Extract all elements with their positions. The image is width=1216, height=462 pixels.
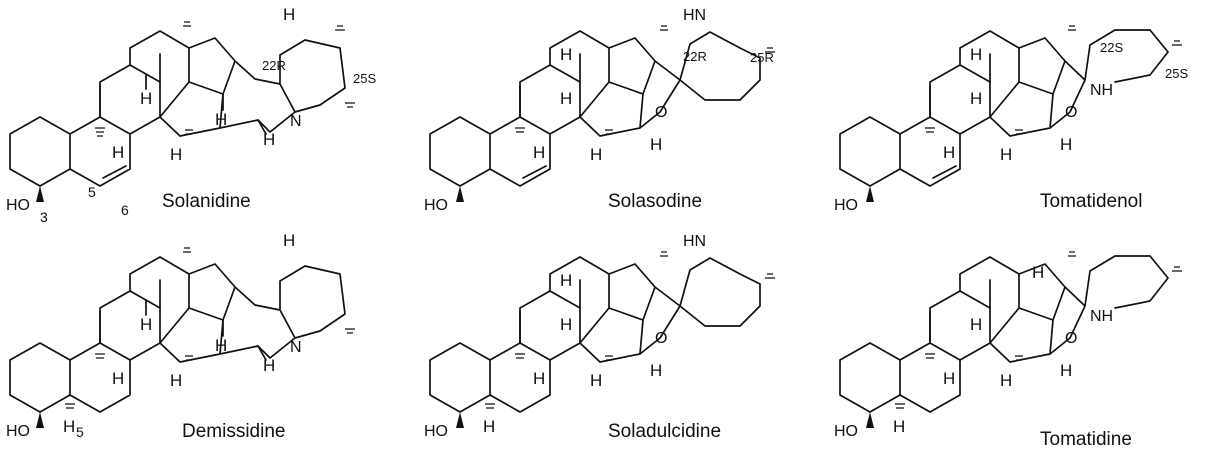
demissidine-h: H xyxy=(140,315,152,334)
soladulcidine-name: Soladulcidine xyxy=(608,421,721,442)
structure-soladulcidine xyxy=(429,251,775,428)
solasodine-hn: HN xyxy=(683,7,706,24)
solanidine-h: H xyxy=(215,110,227,129)
solanidine-c5: 5 xyxy=(88,184,96,200)
soladulcidine-hash-bonds xyxy=(485,251,775,409)
soladulcidine-h: H xyxy=(560,271,572,290)
tomatidine-nh: NH xyxy=(1090,308,1113,325)
soladulcidine-ho: HO xyxy=(424,423,448,440)
solasodine-o: O xyxy=(655,104,667,121)
solasodine-double-bond xyxy=(522,165,547,179)
demissidine-bond-h xyxy=(145,299,267,361)
solasodine-name: Solasodine xyxy=(608,191,702,212)
demissidine-c5: 5 xyxy=(76,424,84,440)
soladulcidine-hn: HN xyxy=(683,233,706,250)
tomatidine-wedge-c3 xyxy=(866,412,874,428)
solanidine-22r: 22R xyxy=(262,58,286,73)
solasodine-h: H xyxy=(560,45,572,64)
demissidine-h: H xyxy=(112,369,124,388)
demissidine-h: H xyxy=(263,356,275,375)
solasodine-ho: HO xyxy=(424,197,448,214)
tomatidenol-o: O xyxy=(1065,104,1077,121)
tomatidine-h: H xyxy=(1000,371,1012,390)
demissidine-ho: HO xyxy=(6,423,30,440)
solasodine-h: H xyxy=(560,89,572,108)
soladulcidine-skeleton xyxy=(429,256,761,413)
tomatidine-h: H xyxy=(970,315,982,334)
tomatidine-hash-bonds xyxy=(895,251,1182,409)
solanidine-h: H xyxy=(140,89,152,108)
tomatidine-skeleton xyxy=(839,255,1169,413)
solasodine-25r: 25R xyxy=(750,50,774,65)
solanidine-wedge-c3 xyxy=(36,186,44,202)
solanidine-h: H xyxy=(112,143,124,162)
solasodine-skeleton xyxy=(429,30,761,187)
demissidine-skeleton xyxy=(9,256,346,413)
tomatidine-ho: HO xyxy=(834,423,858,440)
demissidine-wedge-c3 xyxy=(36,412,44,428)
solanidine-hash-bonds xyxy=(95,21,355,137)
tomatidenol-double-bond xyxy=(932,165,957,179)
solasodine-h: H xyxy=(590,145,602,164)
tomatidenol-h: H xyxy=(970,45,982,64)
solanidine-c6: 6 xyxy=(121,202,129,218)
solanidine-double-bond xyxy=(102,165,127,179)
solanidine-25s: 25S xyxy=(353,71,376,86)
tomatidine-h: H xyxy=(943,369,955,388)
solasodine-h: H xyxy=(650,135,662,154)
solanidine-h: H xyxy=(170,145,182,164)
demissidine-h: H xyxy=(215,336,227,355)
solanidine-n: N xyxy=(290,113,302,130)
tomatidine-name: Tomatidine xyxy=(1040,429,1132,450)
soladulcidine-wedge-c3 xyxy=(456,412,464,428)
tomatidenol-25s: 25S xyxy=(1165,66,1188,81)
structure-demissidine xyxy=(9,247,355,428)
demissidine-n: N xyxy=(290,339,302,356)
tomatidenol-h: H xyxy=(1060,135,1072,154)
solanidine-ho: HO xyxy=(6,197,30,214)
soladulcidine-h: H xyxy=(650,361,662,380)
tomatidenol-name: Tomatidenol xyxy=(1040,191,1142,212)
structure-tomatidenol xyxy=(839,25,1182,202)
tomatidenol-22s: 22S xyxy=(1100,40,1123,55)
solanidine-h: H xyxy=(263,130,275,149)
solasodine-wedge-c3 xyxy=(456,186,464,202)
soladulcidine-h: H xyxy=(560,315,572,334)
tomatidenol-h: H xyxy=(1000,145,1012,164)
solanidine-bond-h xyxy=(145,73,267,135)
demissidine-name: Demissidine xyxy=(182,421,285,442)
demissidine-hash-bonds xyxy=(65,247,355,409)
structure-solasodine xyxy=(429,25,775,202)
structure-tomatidine xyxy=(839,251,1182,428)
tomatidenol-hash-bonds xyxy=(925,25,1182,135)
tomatidine-o: O xyxy=(1065,330,1077,347)
demissidine-h: H xyxy=(170,371,182,390)
tomatidine-h: H xyxy=(1032,263,1044,282)
solasodine-h: H xyxy=(533,143,545,162)
tomatidenol-skeleton xyxy=(839,29,1169,187)
solanidine-skeleton xyxy=(9,30,346,187)
soladulcidine-o: O xyxy=(655,330,667,347)
tomatidenol-h: H xyxy=(943,143,955,162)
solanidine-name: Solanidine xyxy=(162,191,251,212)
tomatidenol-nh: NH xyxy=(1090,82,1113,99)
soladulcidine-h: H xyxy=(483,417,495,436)
solasodine-22r: 22R xyxy=(683,49,707,64)
tomatidenol-h: H xyxy=(970,89,982,108)
solanidine-c3: 3 xyxy=(40,209,48,225)
soladulcidine-h: H xyxy=(533,369,545,388)
structure-solanidine xyxy=(9,21,355,202)
soladulcidine-h: H xyxy=(590,371,602,390)
tomatidine-h: H xyxy=(893,417,905,436)
tomatidenol-ho: HO xyxy=(834,197,858,214)
demissidine-h: H xyxy=(283,231,295,250)
solanidine-h: H xyxy=(283,5,295,24)
solasodine-hash-bonds xyxy=(515,25,775,135)
tomatidenol-wedge-c3 xyxy=(866,186,874,202)
tomatidine-h: H xyxy=(1060,361,1072,380)
demissidine-h5: H xyxy=(63,417,75,436)
